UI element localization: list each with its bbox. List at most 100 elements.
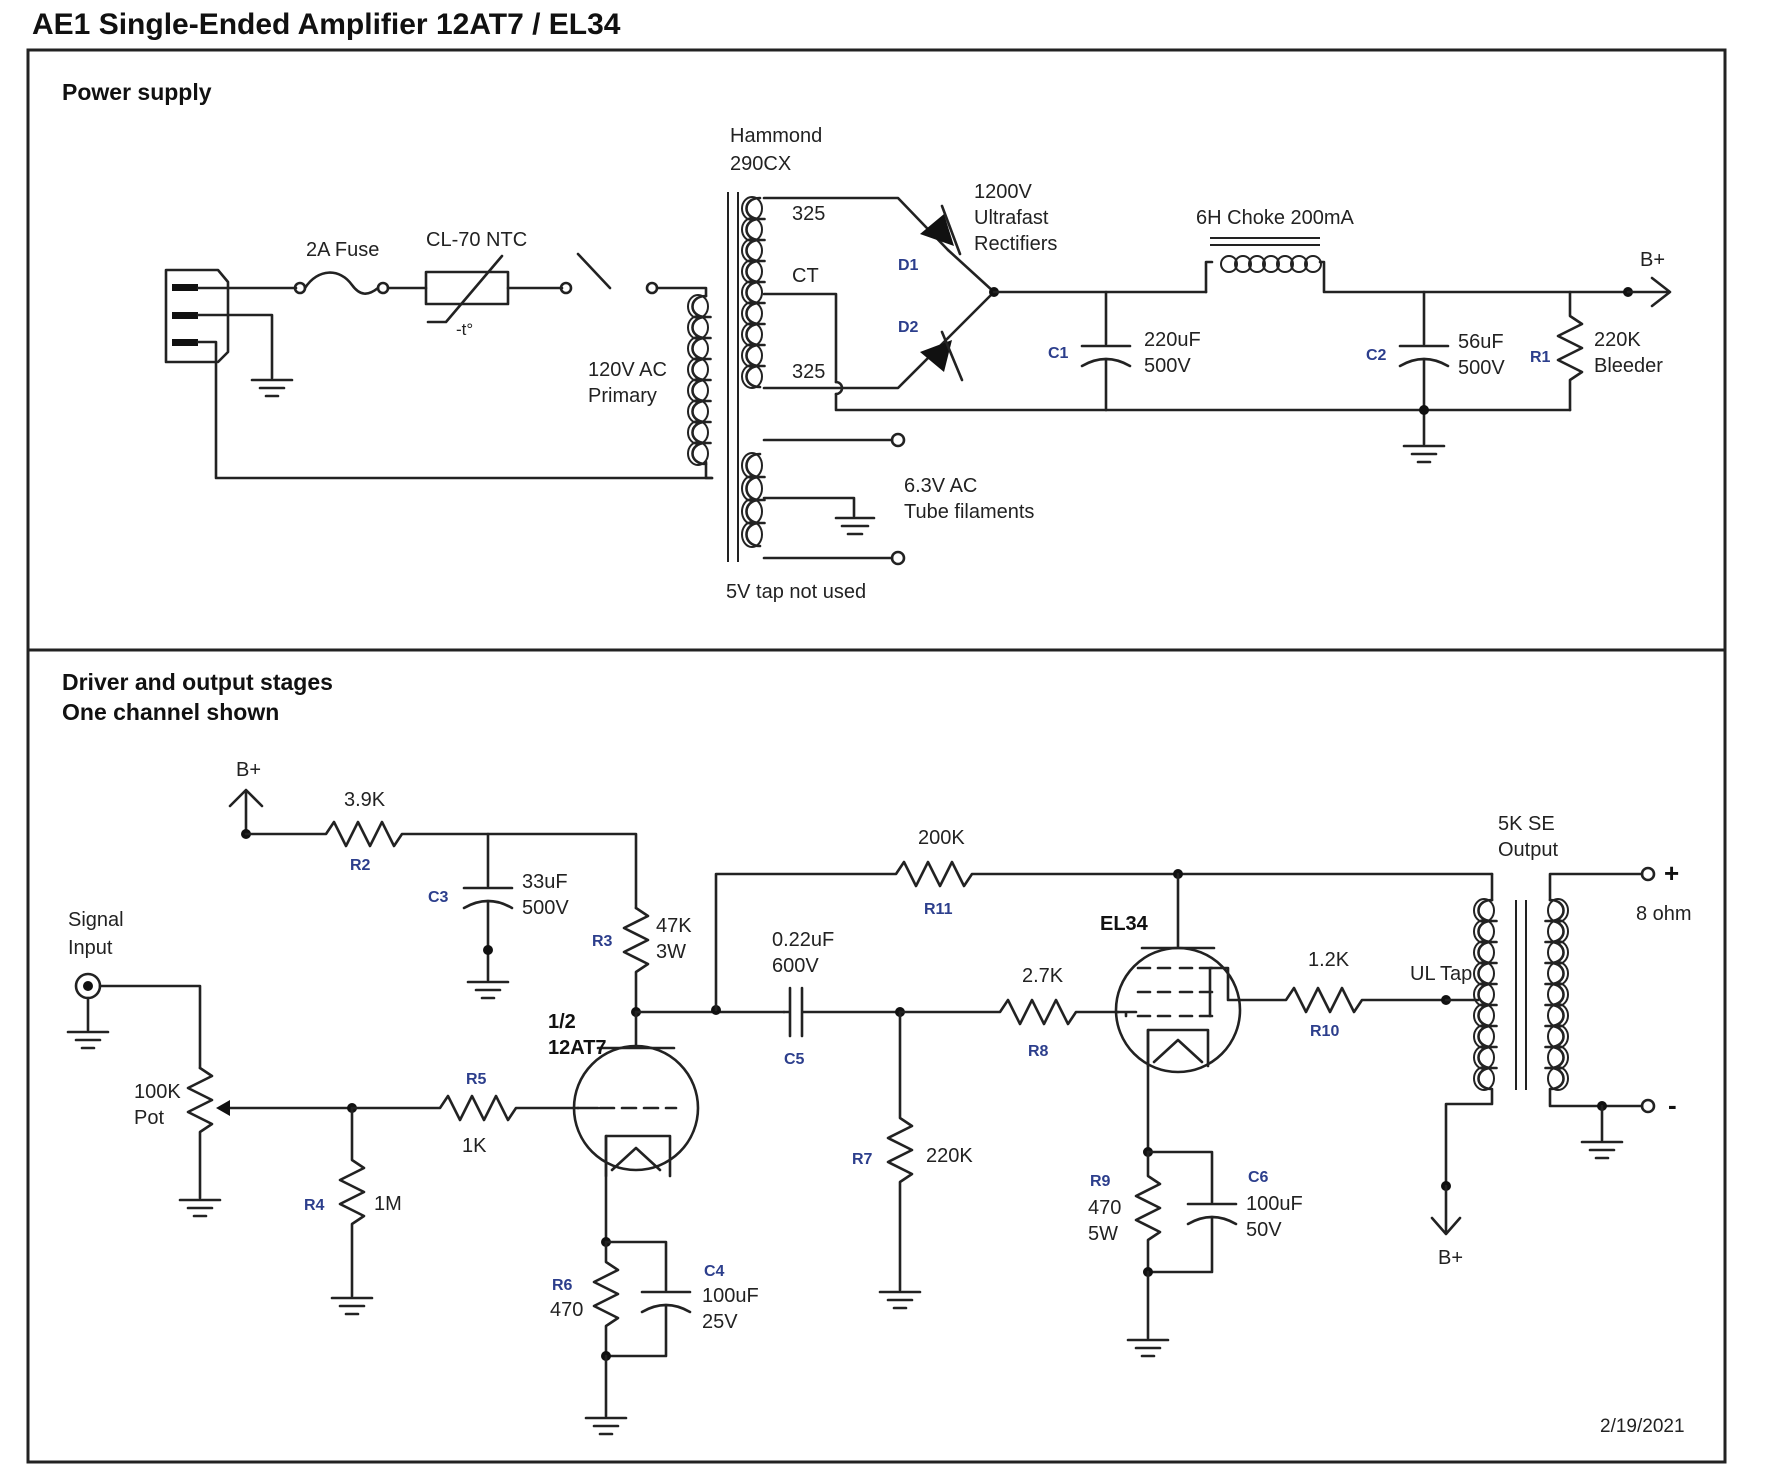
ground-symbol-r7 — [878, 1290, 922, 1310]
primary-return-wire — [704, 460, 714, 480]
transformer-label-2: 290CX — [730, 153, 791, 175]
driver-heading-2: One channel shown — [62, 699, 279, 725]
transformer-primary-coil — [687, 294, 712, 466]
c2-value-1: 56uF — [1458, 331, 1504, 353]
ac-inlet — [164, 268, 230, 364]
volume-pot — [186, 1066, 214, 1200]
r2-value: 3.9K — [344, 789, 386, 811]
ntc-temp-label: -t° — [456, 320, 473, 339]
pot-label-1: 100K — [134, 1081, 181, 1103]
capacitor-c1 — [1080, 290, 1132, 412]
r8-ref: R8 — [1028, 1043, 1049, 1060]
outer-frame — [26, 48, 1727, 1464]
ntc-thermistor — [424, 254, 510, 324]
c1-value-1: 220uF — [1144, 329, 1201, 351]
ot-bplus-lead — [1444, 1088, 1494, 1188]
r5-ref: R5 — [466, 1071, 487, 1088]
ot-secondary-minus-wire — [1548, 1088, 1644, 1108]
c6-value-2: 50V — [1246, 1219, 1282, 1241]
bplus-arrow — [1626, 276, 1672, 308]
ground-symbol-pot — [178, 1198, 222, 1218]
resistor-r11 — [714, 860, 1494, 1012]
filament-label-2: Tube filaments — [904, 501, 1034, 523]
capacitor-c4 — [604, 1240, 692, 1358]
bplus-rail-2 — [1318, 260, 1630, 294]
c5-value-2: 600V — [772, 955, 819, 977]
resistor-r4 — [338, 1106, 366, 1298]
r1-value-2: Bleeder — [1594, 355, 1663, 377]
r6-ref: R6 — [552, 1277, 573, 1294]
neutral-wire — [196, 340, 714, 480]
ground-symbol-ot — [1580, 1140, 1624, 1160]
r6-value: 470 — [550, 1299, 583, 1321]
pot-wiper-arrow — [216, 1100, 230, 1116]
c4-value-2: 25V — [702, 1311, 738, 1333]
c5-value-1: 0.22uF — [772, 929, 834, 951]
ground-symbol-input — [66, 1030, 110, 1050]
r4-ref: R4 — [304, 1197, 325, 1214]
minus-label: - — [1668, 1090, 1677, 1120]
filament-ct-wire — [762, 496, 856, 518]
filament-label-1: 6.3V AC — [904, 475, 977, 497]
signal-label-2: Input — [68, 937, 113, 959]
filament-terminal-top — [890, 432, 906, 448]
tube1-label-2: 12AT7 — [548, 1037, 607, 1059]
c4-ref: C4 — [704, 1263, 725, 1280]
resistor-r6 — [592, 1240, 620, 1358]
signal-input-jack — [74, 972, 102, 1000]
ground-symbol-v1 — [584, 1416, 628, 1436]
primary-label-1: 120V AC — [588, 359, 667, 381]
ntc-label: CL-70 NTC — [426, 229, 527, 251]
resistor-r5 — [350, 1094, 580, 1122]
center-tap-return-wire — [762, 292, 1572, 412]
r9-value-2: 5W — [1088, 1223, 1118, 1245]
c6-ref: C6 — [1248, 1169, 1269, 1186]
output-transformer-core — [1515, 900, 1527, 1090]
ohm-label: 8 ohm — [1636, 903, 1692, 925]
d2-ref: D2 — [898, 319, 919, 336]
resistor-r10 — [1238, 986, 1446, 1014]
tube1-label-1: 1/2 — [548, 1011, 576, 1033]
r9-value-1: 470 — [1088, 1197, 1121, 1219]
ot-secondary-plus-wire — [1548, 872, 1644, 902]
bplus-top-arrow — [228, 788, 264, 834]
ground-symbol-r4 — [330, 1296, 374, 1316]
rectifier-label-1: 1200V — [974, 181, 1032, 203]
r5-value: 1K — [462, 1135, 487, 1157]
diagram-title: AE1 Single-Ended Amplifier 12AT7 / EL34 — [32, 8, 621, 41]
choke-input-wire — [1204, 260, 1214, 294]
resistor-r7 — [886, 1010, 914, 1292]
rectifier-label-2: Ultrafast — [974, 207, 1049, 229]
fuse — [293, 271, 390, 295]
transformer-core — [727, 192, 739, 562]
r7-ref: R7 — [852, 1151, 873, 1168]
bplus-bottom-arrow — [1430, 1184, 1462, 1236]
tap-note-label: 5V tap not used — [726, 581, 866, 603]
diode-d1 — [920, 204, 962, 256]
d1-ref: D1 — [898, 257, 919, 274]
bplus-top-label: B+ — [236, 759, 261, 781]
speaker-plus-terminal — [1640, 866, 1656, 882]
capacitor-c6 — [1146, 1150, 1238, 1274]
triode-12at7 — [572, 1010, 700, 1244]
ul-tap-label: UL Tap — [1410, 963, 1472, 985]
c3-value-1: 33uF — [522, 871, 568, 893]
c3-value-2: 500V — [522, 897, 569, 919]
date-label: 2/19/2021 — [1600, 1416, 1685, 1437]
choke-label: 6H Choke 200mA — [1196, 207, 1355, 229]
earth-wire — [196, 313, 274, 380]
tube2-label: EL34 — [1100, 913, 1149, 935]
r10-value: 1.2K — [1308, 949, 1350, 971]
bplus-bottom-label: B+ — [1438, 1247, 1463, 1269]
r1-value-1: 220K — [1594, 329, 1641, 351]
primary-label-2: Primary — [588, 385, 657, 407]
ot-label-1: 5K SE — [1498, 813, 1555, 835]
r10-ref: R10 — [1310, 1023, 1339, 1040]
tap-325-top-label: 325 — [792, 203, 825, 225]
switch-primary-wire — [655, 286, 708, 298]
c2-value-2: 500V — [1458, 357, 1505, 379]
r4-value: 1M — [374, 1193, 402, 1215]
capacitor-c3 — [462, 832, 514, 982]
resistor-r9 — [1134, 1150, 1162, 1274]
